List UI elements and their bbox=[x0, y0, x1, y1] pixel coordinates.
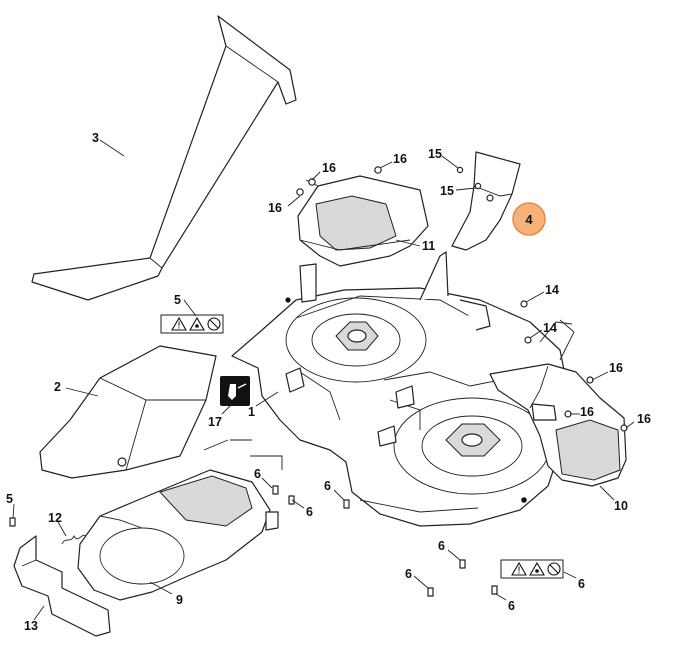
part-side-discharge-chute bbox=[489, 319, 627, 487]
warning-triangle-icon: ! bbox=[171, 316, 187, 332]
part-17-sticker bbox=[220, 376, 250, 406]
part-front-bracket bbox=[13, 535, 111, 637]
callout-labels: 3 2 5 17 1 16 16 16 11 15 15 14 14 16 16… bbox=[6, 131, 651, 633]
callout-17: 17 bbox=[208, 415, 222, 429]
part-clip bbox=[520, 300, 532, 344]
warning-hand-icon bbox=[189, 316, 205, 331]
callout-16-b: 16 bbox=[393, 152, 407, 166]
leader-lines bbox=[12, 139, 635, 621]
callout-8: 13 bbox=[24, 619, 38, 633]
callout-14-a: 14 bbox=[545, 283, 559, 297]
part-spring bbox=[61, 534, 87, 545]
svg-text:!: ! bbox=[177, 321, 181, 332]
svg-text:!: ! bbox=[517, 566, 521, 577]
part-side-flap bbox=[451, 151, 521, 251]
part-mulching-baffle bbox=[77, 469, 279, 601]
callout-16-c: 16 bbox=[268, 201, 282, 215]
part-mower-deck bbox=[231, 251, 567, 527]
part-grass-collector-top bbox=[31, 15, 297, 301]
no-entry-icon bbox=[547, 562, 561, 576]
highlighted-callout-4[interactable]: 4 bbox=[512, 202, 546, 236]
callout-9: 12 bbox=[48, 511, 62, 525]
callout-1: 1 bbox=[248, 405, 255, 419]
part-rear-deflector bbox=[297, 175, 429, 303]
callout-16-f: 16 bbox=[637, 412, 651, 426]
callout-11: 11 bbox=[422, 239, 435, 253]
callout-3: 3 bbox=[92, 131, 99, 145]
part-grass-bag bbox=[39, 345, 217, 479]
callout-6-b: 6 bbox=[306, 505, 313, 519]
highlight-circle[interactable] bbox=[512, 202, 546, 236]
callout-16-e: 16 bbox=[580, 405, 594, 419]
callout-15-a: 15 bbox=[428, 147, 442, 161]
warning-triangle-icon: ! bbox=[511, 561, 527, 577]
callout-6-c: 6 bbox=[324, 479, 331, 493]
fasteners bbox=[9, 166, 628, 597]
callout-5-lower: 6 bbox=[578, 577, 585, 591]
callout-16-a: 16 bbox=[322, 161, 336, 175]
callout-15-b: 15 bbox=[440, 184, 454, 198]
no-entry-icon bbox=[207, 317, 221, 331]
warning-label-lower: ! bbox=[500, 559, 564, 579]
callout-16-d: 16 bbox=[609, 361, 623, 375]
callout-6-a: 6 bbox=[254, 467, 261, 481]
callout-5-upper: 5 bbox=[174, 293, 181, 307]
callout-13: 9 bbox=[176, 593, 183, 607]
callout-6-d: 6 bbox=[438, 539, 445, 553]
callout-6-e: 6 bbox=[405, 567, 412, 581]
callout-12: 5 bbox=[6, 492, 13, 506]
callout-10: 10 bbox=[614, 499, 628, 513]
callout-6-f: 6 bbox=[508, 599, 515, 613]
highlight-label: 4 bbox=[525, 212, 533, 227]
warning-hand-icon bbox=[529, 561, 545, 576]
callout-2: 2 bbox=[54, 380, 61, 394]
warning-label-upper: ! bbox=[160, 314, 224, 334]
callout-14-b: 14 bbox=[543, 321, 557, 335]
